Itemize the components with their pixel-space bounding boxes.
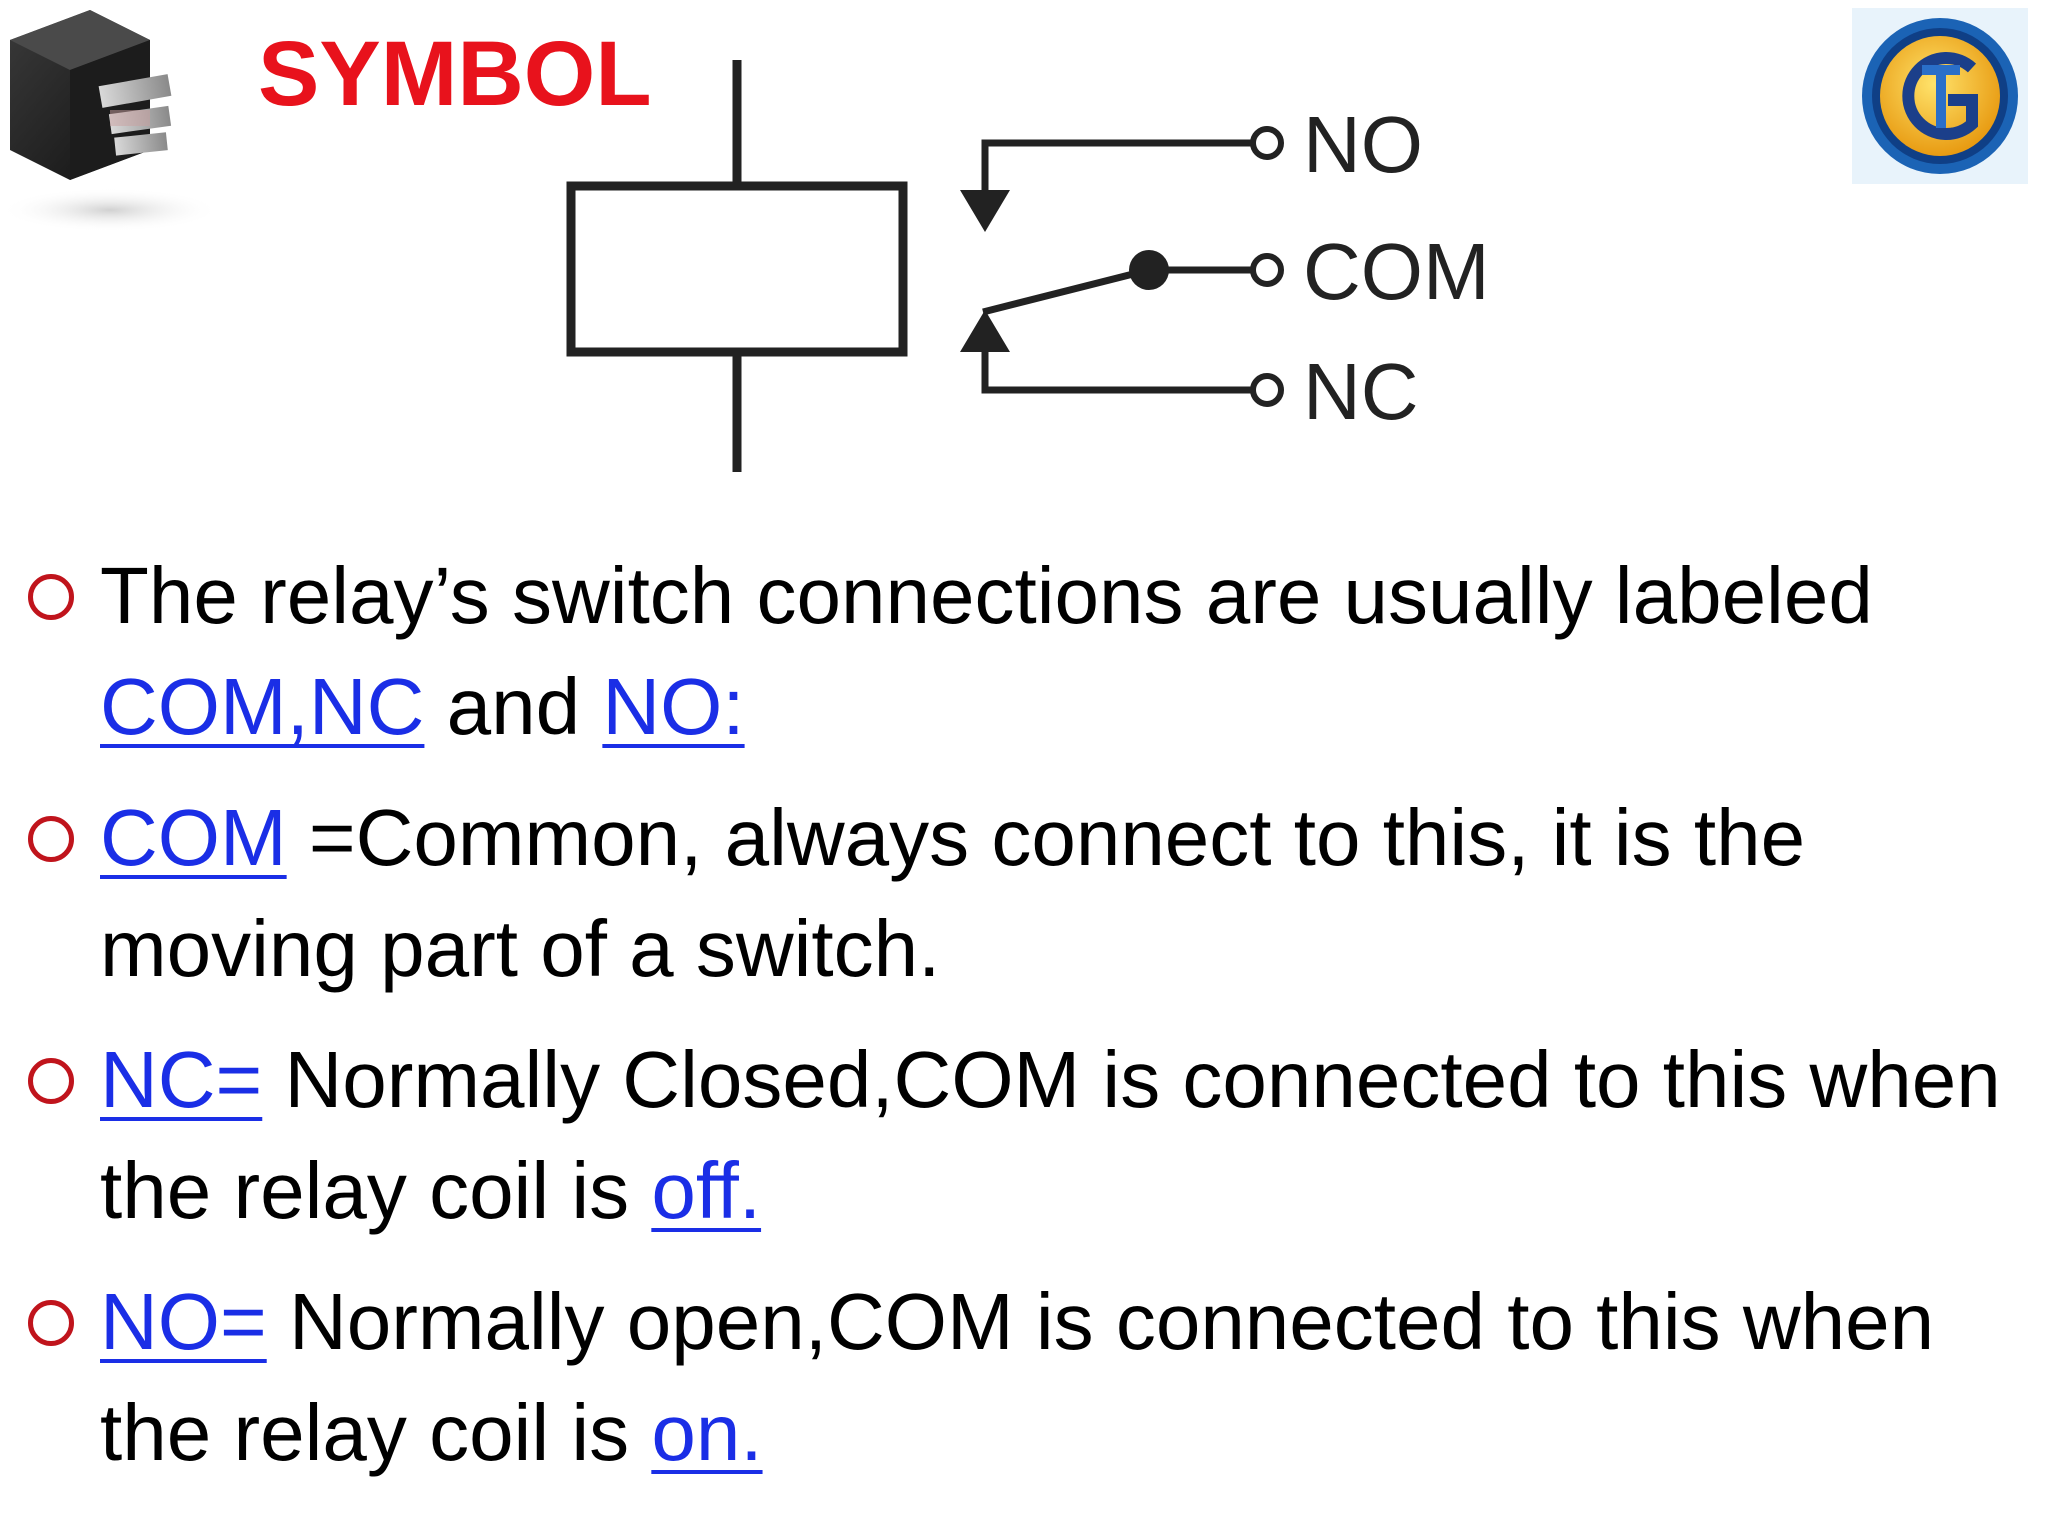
term-link-on[interactable]: on. <box>651 1388 763 1477</box>
nc-label: NC <box>1303 347 1419 436</box>
no-label: NO <box>1303 100 1423 189</box>
bullet-text: Normally open,COM is connected to this w… <box>100 1277 1935 1477</box>
bullet-circle-icon <box>28 816 74 862</box>
term-link-com-nc[interactable]: COM,NC <box>100 662 425 751</box>
term-link-off[interactable]: off. <box>651 1146 762 1235</box>
com-terminal <box>1250 253 1284 287</box>
bullet-item-nc: NC= Normally Closed,COM is connected to … <box>28 1024 2028 1246</box>
no-contact-wire <box>981 139 1253 215</box>
coil-box <box>566 181 908 357</box>
nc-contact-arrow <box>960 310 1010 352</box>
term-link-no-def[interactable]: NO= <box>100 1277 267 1366</box>
bullet-circle-icon <box>28 574 74 620</box>
bullet-item-no: NO= Normally open,COM is connected to th… <box>28 1266 2028 1488</box>
bullet-circle-icon <box>28 1058 74 1104</box>
no-contact-arrow <box>960 190 1010 232</box>
bullet-circle-icon <box>28 1300 74 1346</box>
nc-contact-wire <box>981 345 1253 394</box>
bullet-item-labels: The relay’s switch connections are usual… <box>28 540 2028 762</box>
bullet-text: The relay’s switch connections are usual… <box>100 551 1873 640</box>
no-terminal <box>1250 126 1284 160</box>
bullet-list: The relay’s switch connections are usual… <box>28 540 2028 1508</box>
term-link-com[interactable]: COM <box>100 793 287 882</box>
bullet-item-com: COM =Common, always connect to this, it … <box>28 782 2028 1004</box>
term-link-nc[interactable]: NC= <box>100 1035 263 1124</box>
bullet-text: and <box>424 662 603 751</box>
brand-logo-icon <box>1852 8 2028 184</box>
slide-title: SYMBOL <box>258 23 652 125</box>
relay-photo-icon <box>0 10 220 232</box>
bullet-text: =Common, always connect to this, it is t… <box>100 793 1806 993</box>
relay-symbol-diagram: NO COM NC <box>566 60 1490 472</box>
term-link-no[interactable]: NO: <box>602 662 745 751</box>
com-arm <box>982 266 1150 316</box>
com-label: COM <box>1303 227 1490 316</box>
nc-terminal <box>1250 373 1284 407</box>
bullet-text: Normally Closed,COM is connected to this… <box>100 1035 2001 1235</box>
